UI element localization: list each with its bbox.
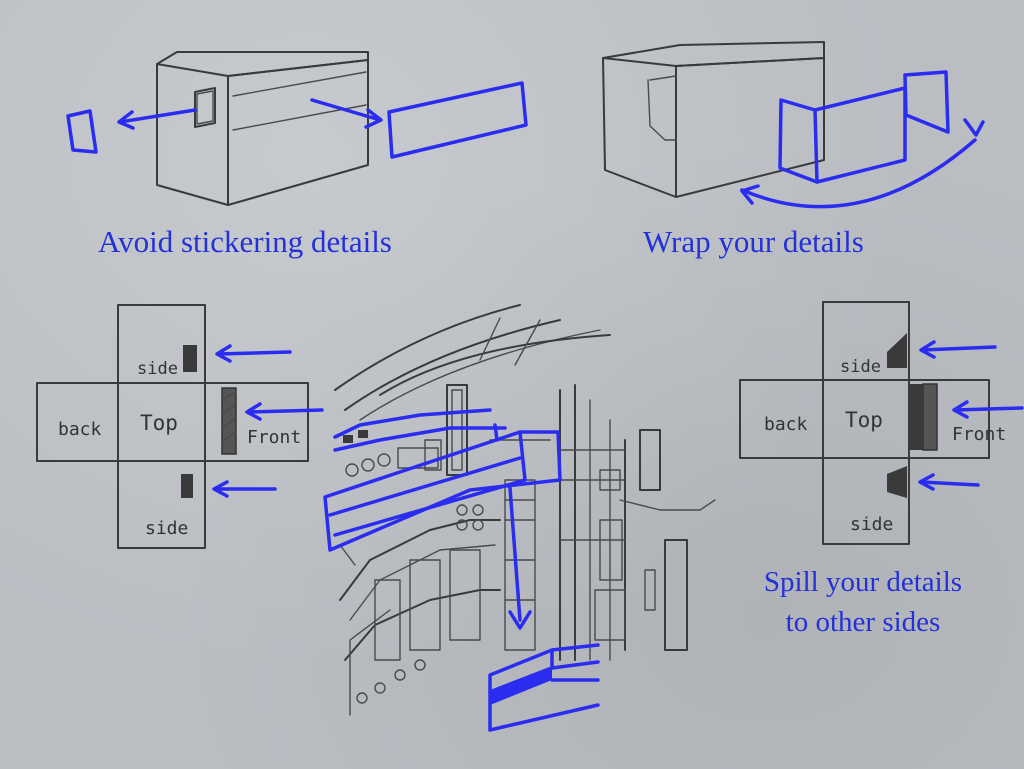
wrap-arrows [740,70,985,209]
cube-net-right-labels: side back Top Front side [764,357,1006,535]
right-net-side-bottom-label: side [850,514,893,535]
left-net-front-label: Front [247,427,301,448]
scifi-corridor-sketch [334,304,716,716]
right-net-front-label: Front [952,424,1006,445]
left-net-top-label: Top [140,411,178,435]
right-net-top-label: Top [845,408,883,432]
wrap-box-sketch [602,41,825,198]
sticker-arrows [66,81,528,159]
cube-net-left-labels: side back Top Front side [58,359,301,539]
caption-wrap-details: Wrap your details [643,224,864,259]
left-net-side-bottom-label: side [145,518,188,539]
right-net-back-label: back [764,414,808,435]
cube-net-left [36,304,324,549]
cube-net-right [739,301,1024,545]
caption-avoid-stickering: Avoid stickering details [98,224,392,259]
right-net-side-top-label: side [840,357,881,377]
left-net-side-top-label: side [137,359,178,379]
sticker-box-sketch [156,51,369,206]
caption-spill-line-1: Spill your details [763,566,963,598]
left-net-back-label: back [58,419,102,440]
corridor-detail-highlight [323,408,600,732]
caption-spill-line-2: to other sides [785,606,941,638]
